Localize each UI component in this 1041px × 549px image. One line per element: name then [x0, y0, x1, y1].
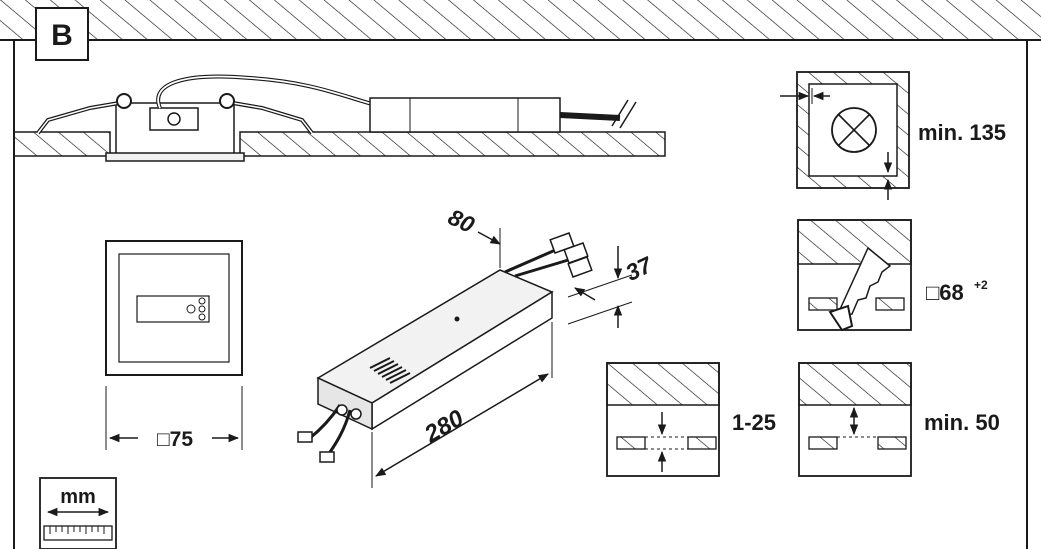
- flush-box-dimension: □75: [157, 428, 193, 451]
- scale-legend: mm: [39, 477, 117, 549]
- ruler-icon: [43, 525, 113, 541]
- driver-width-dimension: 80: [444, 204, 478, 238]
- saw-icon: [828, 246, 892, 332]
- driver-length-dimension: 280: [419, 404, 469, 448]
- min-depth-dimension: min. 50: [924, 410, 1000, 435]
- depth-detail: min. 50: [798, 362, 1000, 477]
- driver-height-dimension: 37: [622, 251, 657, 286]
- scale-unit: mm: [60, 486, 96, 508]
- cutout-dimension: □68: [926, 280, 964, 305]
- front-view: □75: [105, 240, 243, 451]
- clearance-detail: min. 135: [780, 71, 1006, 200]
- ceiling-section: [13, 74, 666, 162]
- thickness-detail: 1-25: [606, 362, 776, 477]
- driver-isometric: 280 80 37: [297, 204, 657, 488]
- panel-letter: B: [51, 19, 73, 52]
- thickness-dimension: 1-25: [732, 410, 776, 435]
- ceiling-band: [0, 0, 1041, 41]
- cutout-detail: □68 +2: [797, 219, 988, 332]
- cutout-tolerance: +2: [974, 278, 988, 292]
- panel-label: B: [35, 7, 89, 61]
- clearance-dimension: min. 135: [918, 120, 1006, 145]
